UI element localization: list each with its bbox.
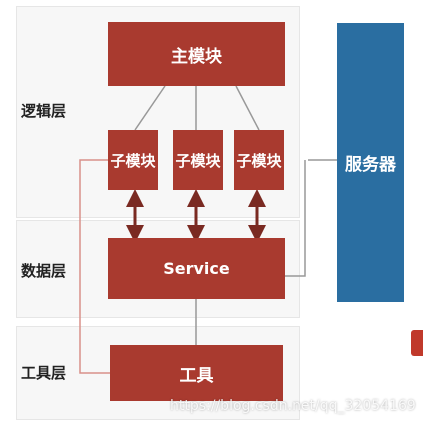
logic-layer-label: 逻辑层 xyxy=(21,102,67,120)
sub-module-box-1: 子模块 xyxy=(108,130,158,190)
tool-layer-label: 工具层 xyxy=(21,364,67,382)
service-box: Service xyxy=(108,238,285,299)
data-layer-label: 数据层 xyxy=(21,262,67,280)
corner-logo-mark xyxy=(411,330,423,356)
sub-module-box-2: 子模块 xyxy=(173,130,223,190)
main-module-box: 主模块 xyxy=(108,22,285,86)
sub-to-tools-line xyxy=(79,159,110,374)
service-to-server-line xyxy=(285,160,306,277)
main-to-sub-3-line xyxy=(235,85,260,131)
watermark-text: https://blog.csdn.net/qq_32054169 xyxy=(170,398,416,414)
tools-box: 工具 xyxy=(110,345,283,401)
sub-module-box-3: 子模块 xyxy=(234,130,284,190)
main-to-sub-1-line xyxy=(134,85,166,131)
server-box: 服务器 xyxy=(337,23,404,302)
